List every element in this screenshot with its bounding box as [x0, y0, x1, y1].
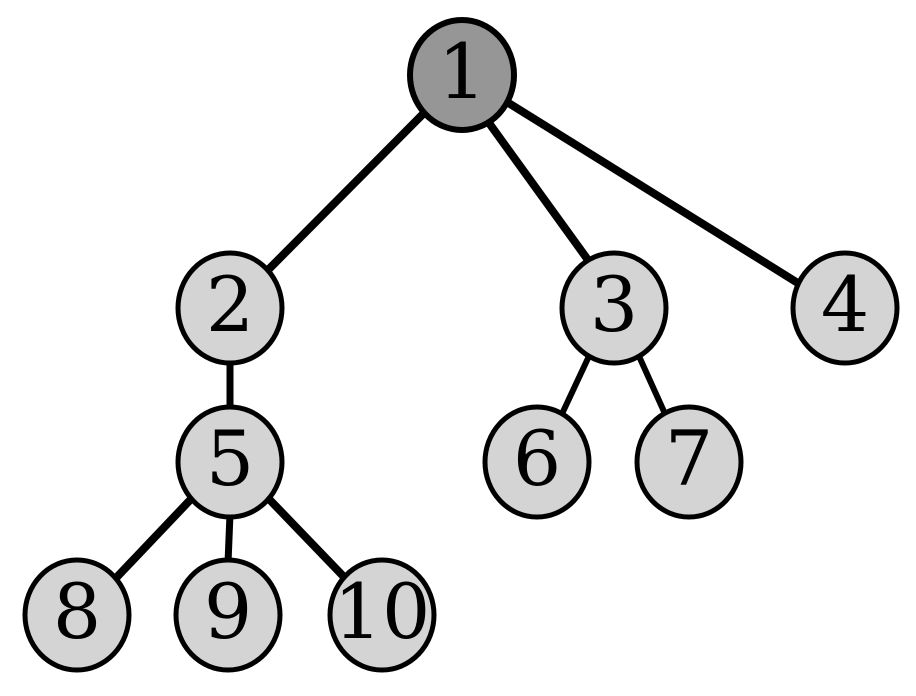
- tree-edge-5-9: [224, 513, 234, 564]
- tree-node-circle-3[interactable]: [559, 250, 669, 366]
- tree-node-4[interactable]: 4: [790, 250, 900, 366]
- tree-edge-5-8: [113, 495, 195, 581]
- tree-edge-1-2: [265, 110, 427, 273]
- tree-node-circle-6[interactable]: [482, 404, 592, 520]
- tree-node-10[interactable]: 10: [327, 557, 437, 673]
- tree-edge-1-3: [485, 120, 592, 263]
- tree-node-circle-8[interactable]: [22, 557, 132, 673]
- tree-node-2[interactable]: 2: [175, 250, 285, 366]
- tree-node-circle-7[interactable]: [634, 404, 744, 520]
- edges-layer: [113, 98, 804, 581]
- tree-node-circle-2[interactable]: [175, 250, 285, 366]
- tree-edge-3-6: [558, 352, 593, 418]
- tree-node-7[interactable]: 7: [634, 404, 744, 520]
- tree-node-circle-4[interactable]: [790, 250, 900, 366]
- tree-node-9[interactable]: 9: [173, 557, 283, 673]
- tree-node-8[interactable]: 8: [22, 557, 132, 673]
- tree-node-circle-5[interactable]: [175, 404, 285, 520]
- tree-node-5[interactable]: 5: [175, 404, 285, 520]
- tree-edge-1-4: [504, 98, 804, 289]
- tree-edge-3-7: [635, 352, 669, 418]
- tree-node-3[interactable]: 3: [559, 250, 669, 366]
- tree-node-circle-1[interactable]: [407, 17, 517, 133]
- tree-node-1[interactable]: 1: [407, 17, 517, 133]
- tree-node-circle-9[interactable]: [173, 557, 283, 673]
- tree-node-6[interactable]: 6: [482, 404, 592, 520]
- tree-node-circle-10[interactable]: [327, 557, 437, 673]
- tree-edge-5-10: [265, 495, 348, 581]
